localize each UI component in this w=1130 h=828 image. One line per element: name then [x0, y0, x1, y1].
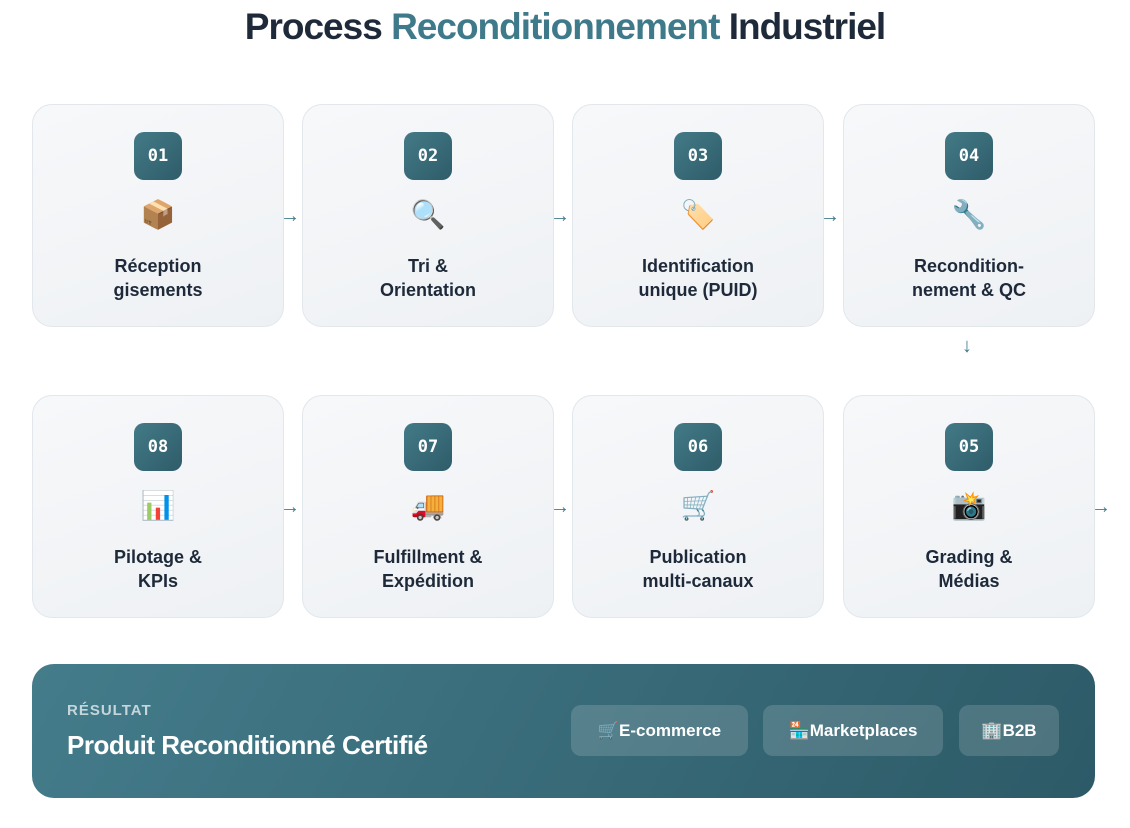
- result-banner: RÉSULTAT Produit Reconditionné Certifié …: [32, 664, 1095, 798]
- store-icon: 🏪: [788, 721, 810, 740]
- arrow-right-icon: →: [820, 205, 840, 227]
- step-card-02: 02🔍Tri & Orientation: [302, 104, 554, 327]
- magnifier-icon: 🔍: [410, 199, 446, 230]
- arrow-down-icon: ↓: [962, 335, 972, 357]
- step-card-06: 06🛒Publication multi-canaux: [572, 395, 824, 618]
- wrench-icon: 🔧: [951, 199, 987, 230]
- arrow-right-icon: →: [1091, 496, 1111, 518]
- step-card-05: 05📸Grading & Médias: [843, 395, 1095, 618]
- result-title: Produit Reconditionné Certifié: [67, 730, 428, 760]
- arrow-right-icon: →: [550, 496, 570, 518]
- page-title: Process Reconditionnement Industriel: [244, 6, 886, 47]
- result-kicker: RÉSULTAT: [67, 702, 152, 719]
- arrow-right-icon: →: [280, 205, 300, 227]
- step-card-04: 04🔧Recondition-nement & QC: [843, 104, 1095, 327]
- arrow-right-icon: →: [280, 496, 300, 518]
- step-card-03: 03🏷️Identification unique (PUID): [572, 104, 824, 327]
- truck-icon: 🚚: [410, 490, 446, 521]
- building-icon: 🏢: [981, 721, 1003, 740]
- arrow-right-icon: →: [550, 205, 570, 227]
- cart-icon: 🛒: [597, 721, 620, 740]
- cart-icon: 🛒: [680, 490, 716, 521]
- channel-chip-b2b: 🏢B2B: [959, 705, 1059, 756]
- step-card-07: 07🚚Fulfillment & Expédition: [302, 395, 554, 618]
- channel-chip-marketplaces: 🏪Marketplaces: [763, 705, 943, 756]
- step-card-01: 01📦Réception gisements: [32, 104, 284, 327]
- chart-icon: 📊: [140, 490, 176, 521]
- channel-chip-ecommerce: 🛒E-commerce: [571, 705, 748, 756]
- camera-icon: 📸: [951, 490, 987, 521]
- package-icon: 📦: [140, 199, 176, 230]
- tag-icon: 🏷️: [680, 199, 716, 230]
- step-card-08: 08📊Pilotage & KPIs: [32, 395, 284, 618]
